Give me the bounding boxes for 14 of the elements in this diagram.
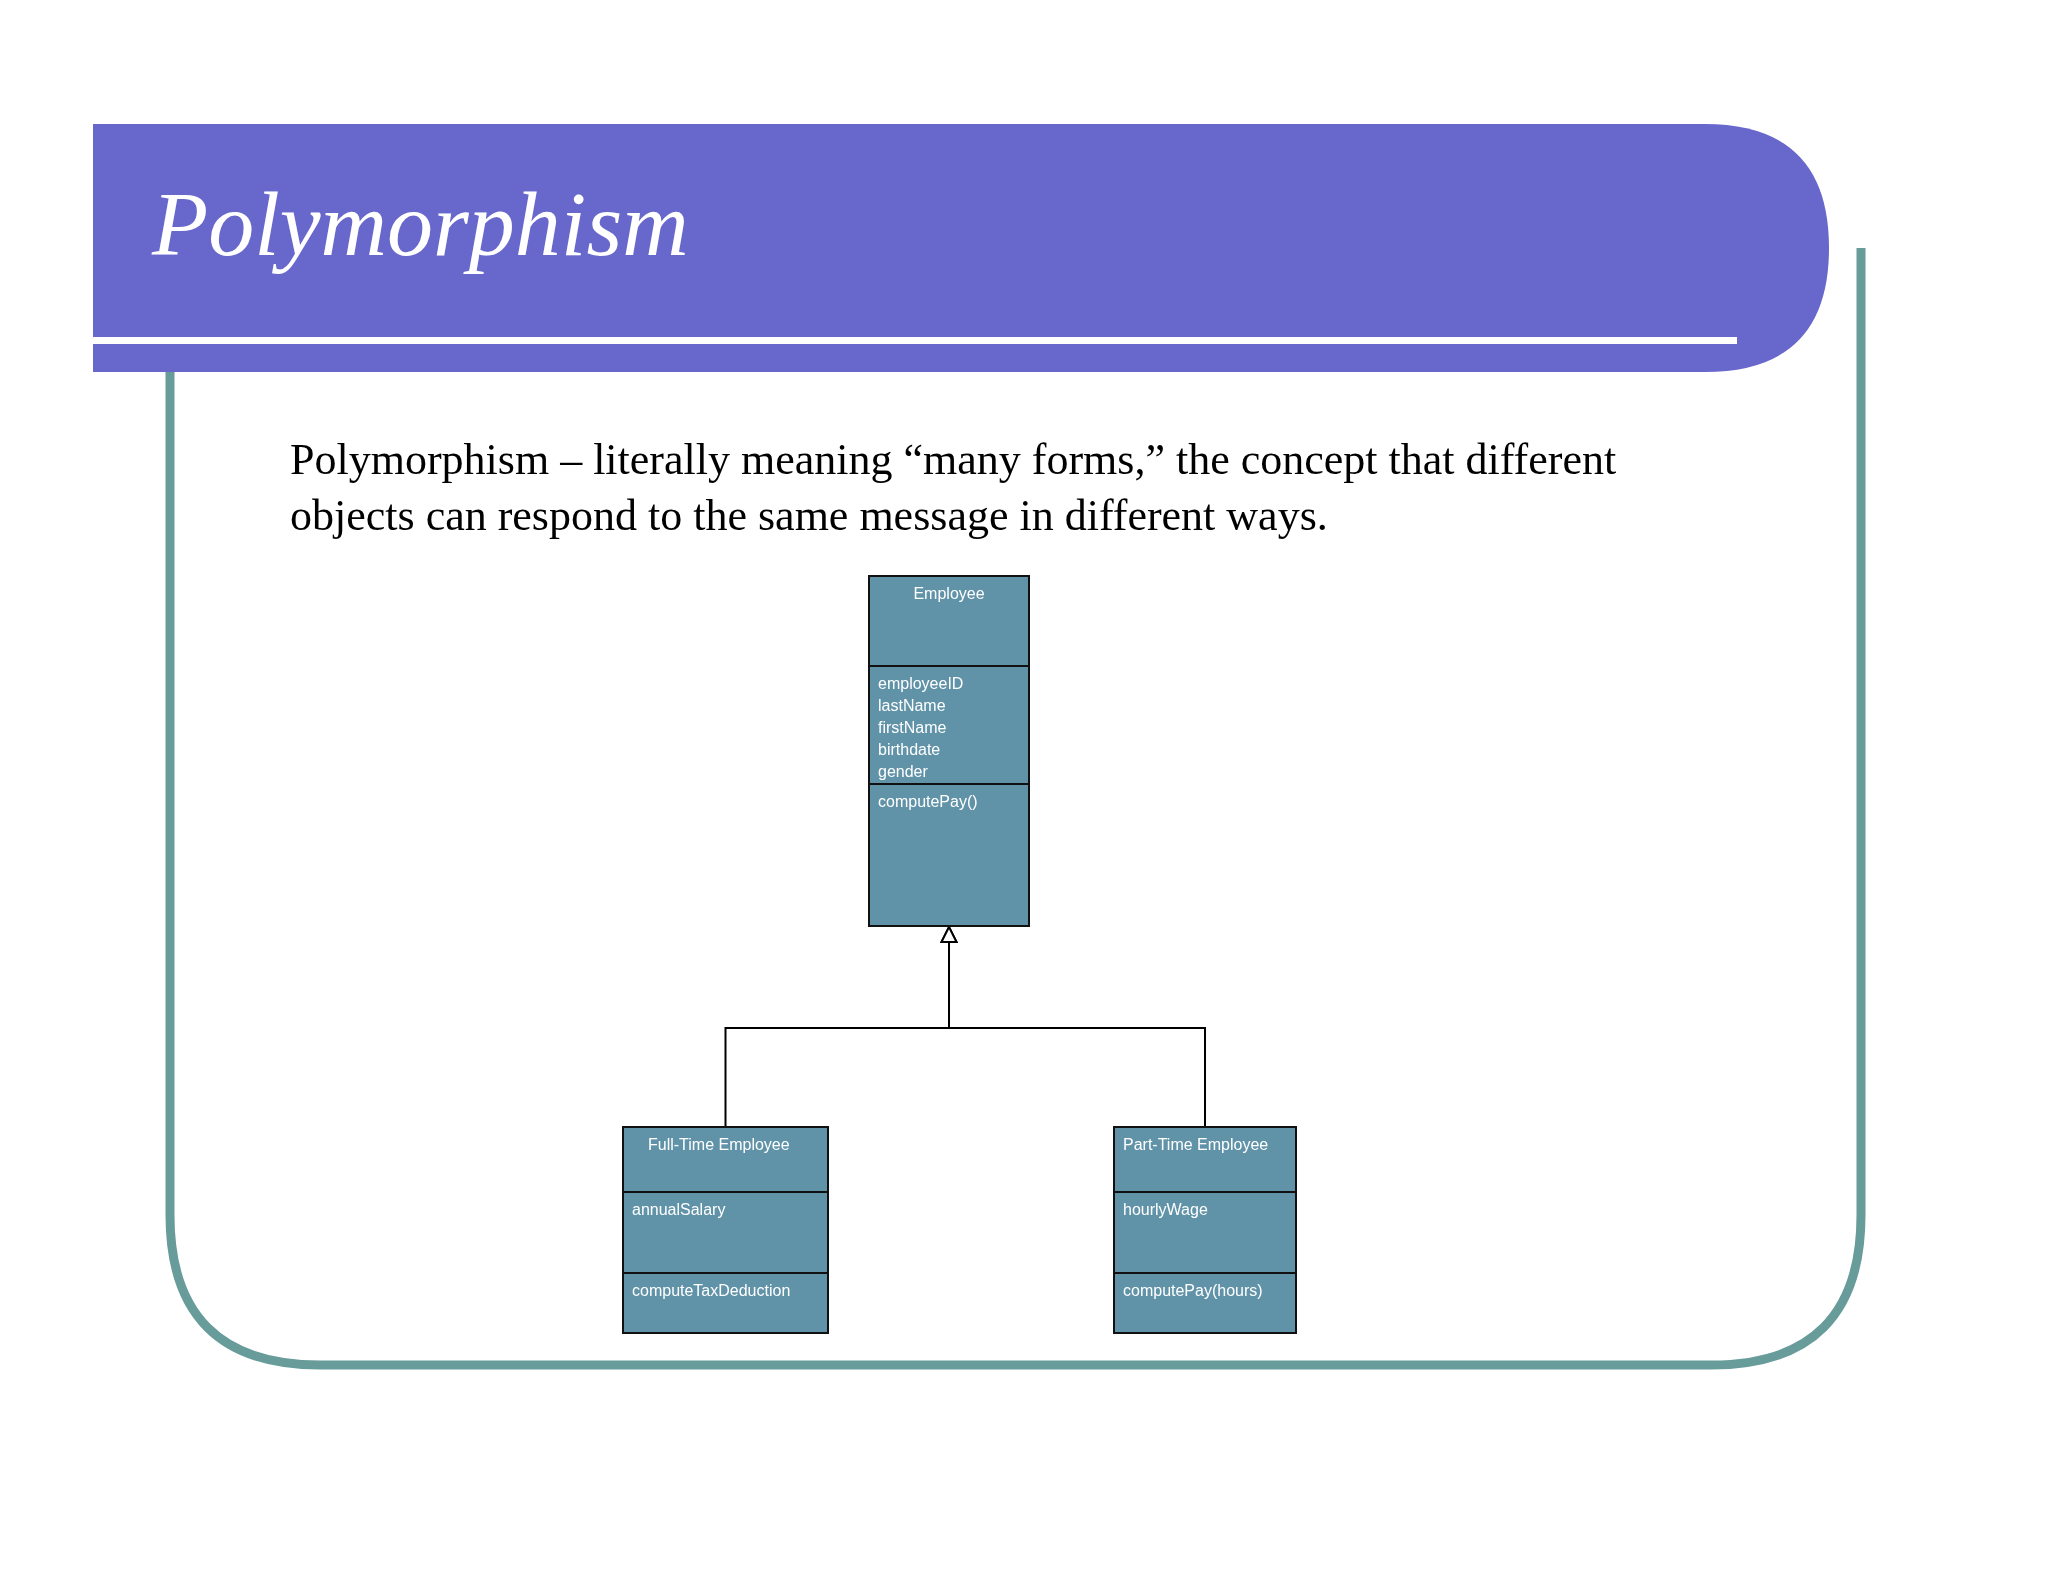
class-box — [1113, 1126, 1297, 1334]
attribute-list: hourlyWage — [1123, 1199, 1208, 1221]
operation-list: computePay() — [878, 791, 978, 813]
attribute-list: employeeID lastName firstName birthdate gender — [878, 673, 964, 783]
operation-list: computePay(hours) — [1123, 1280, 1263, 1302]
class-name: Employee — [913, 584, 985, 604]
operation-list: computeTaxDeduction — [632, 1280, 791, 1302]
class-name: Part-Time Employee — [1123, 1135, 1269, 1155]
class-name: Full-Time Employee — [648, 1135, 790, 1155]
class-box — [868, 575, 1030, 927]
inheritance-arrow — [940, 926, 1206, 1127]
attribute-list: annualSalary — [632, 1199, 726, 1221]
description-text: Polymorphism – literally meaning “many forms,” the concept that different objects can respond to the same message in different ways. — [290, 434, 1618, 542]
class-box — [622, 1126, 829, 1334]
